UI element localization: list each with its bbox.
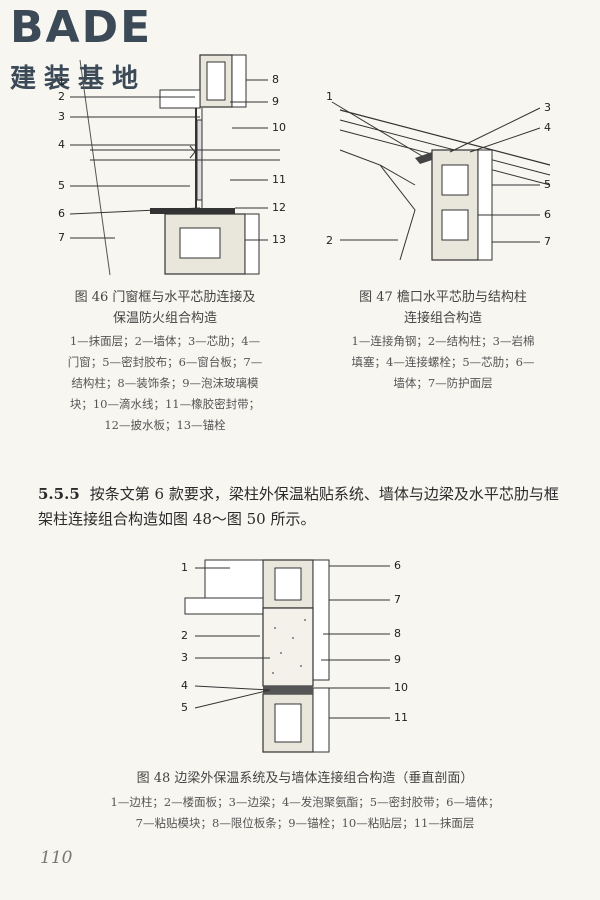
fig48-callout-6: 6	[394, 559, 401, 572]
fig46-caption-line2: 保温防火组合构造	[112, 311, 217, 326]
figure-46-legend: 1—抹面层；2—墙体；3—芯肋；4— 门窗；5—密封胶布；6—窗台板；7— 结构…	[40, 331, 290, 436]
fig46-callout-5: 5	[58, 179, 65, 192]
fig46-legend-line1: 1—抹面层；2—墙体；3—芯肋；4—	[69, 334, 261, 348]
fig46-callout-4: 4	[58, 138, 65, 151]
fig48-legend-line2: 7—粘贴模块；8—限位板条；9—锚栓；10—粘贴层；11—抹面层	[135, 816, 475, 830]
fig46-callout-12: 12	[272, 201, 286, 214]
brand-logo: BADE 建装基地	[10, 6, 152, 95]
figure-48-caption: 图 48 边梁外保温系统及与墙体连接组合构造（垂直剖面）	[60, 768, 550, 789]
fig48-callout-4: 4	[181, 679, 188, 692]
fig46-callout-6: 6	[58, 207, 65, 220]
figure-47-drawing: 1 2 3 4 5 6 7	[320, 90, 570, 280]
fig46-callout-1: 1	[58, 75, 65, 88]
fig46-callout-7: 7	[58, 231, 65, 244]
fig46-legend-line3: 结构柱；8—装饰条；9—泡沫玻璃模	[71, 376, 259, 390]
fig48-callout-5: 5	[181, 701, 188, 714]
fig46-legend-line2: 门窗；5—密封胶布；6—窗台板；7—	[67, 355, 263, 369]
fig46-caption-line1: 图 46 门窗框与水平芯肋连接及	[74, 290, 256, 305]
fig46-callout-3: 3	[58, 110, 65, 123]
fig47-legend-line3: 墙体；7—防护面层	[393, 376, 493, 390]
section-text: 按条文第 6 款要求，梁柱外保温粘贴系统、墙体与边梁及水平芯肋与框架柱连接组合构…	[38, 485, 559, 528]
fig47-legend-line2: 填塞；4—连接螺栓；5—芯肋；6—	[351, 355, 535, 369]
fig48-legend-line1: 1—边柱；2—楼面板；3—边梁；4—发泡聚氨酯；5—密封胶带；6—墙体；	[110, 795, 500, 809]
logo-title: BADE	[10, 2, 153, 53]
figure-47-legend: 1—连接角钢；2—结构柱；3—岩棉 填塞；4—连接螺栓；5—芯肋；6— 墙体；7…	[318, 331, 568, 394]
fig48-callout-10: 10	[394, 681, 408, 694]
page-number: 110	[40, 848, 73, 868]
figure-46-drawing: 2 3 4 5 6 7 1 8 9 10 11 12 13	[40, 40, 290, 280]
fig46-callout-10: 10	[272, 121, 286, 134]
fig48-callout-8: 8	[394, 627, 401, 640]
figure-48-drawing: 1 2 3 4 5 6 7 8 9 10 11	[175, 558, 435, 758]
fig47-caption-line1: 图 47 檐口水平芯肋与结构柱	[359, 290, 527, 305]
fig48-callout-7: 7	[394, 593, 401, 606]
fig47-callout-6: 6	[544, 208, 551, 221]
fig48-callout-11: 11	[394, 711, 408, 724]
logo-subtitle: 建装基地	[10, 64, 147, 94]
fig47-callout-5: 5	[544, 178, 551, 191]
fig47-callout-1: 1	[326, 90, 333, 103]
fig47-caption-line2: 连接组合构造	[403, 311, 482, 326]
fig46-callout-13: 13	[272, 233, 286, 246]
fig47-callout-3: 3	[544, 101, 551, 114]
fig47-callout-2: 2	[326, 234, 333, 247]
fig46-callout-8: 8	[272, 73, 279, 86]
fig48-callout-2: 2	[181, 629, 188, 642]
figure-47-caption: 图 47 檐口水平芯肋与结构柱 连接组合构造	[318, 287, 568, 329]
fig48-callout-3: 3	[181, 651, 188, 664]
fig46-legend-line4: 块；10—滴水线；11—橡胶密封带；	[69, 397, 261, 411]
fig48-callout-1: 1	[181, 561, 188, 574]
fig47-callout-7: 7	[544, 235, 551, 248]
section-number: 5.5.5	[38, 485, 80, 503]
fig47-legend-line1: 1—连接角钢；2—结构柱；3—岩棉	[351, 334, 535, 348]
figure-46-caption: 图 46 门窗框与水平芯肋连接及 保温防火组合构造	[40, 287, 290, 329]
fig47-callout-4: 4	[544, 121, 551, 134]
figure-48-legend: 1—边柱；2—楼面板；3—边梁；4—发泡聚氨酯；5—密封胶带；6—墙体； 7—粘…	[40, 792, 570, 834]
fig46-callout-2: 2	[58, 90, 65, 103]
fig48-caption: 图 48 边梁外保温系统及与墙体连接组合构造（垂直剖面）	[136, 771, 474, 786]
fig46-callout-11: 11	[272, 173, 286, 186]
fig46-legend-line5: 12—披水板；13—锚栓	[104, 418, 226, 432]
fig46-callout-9: 9	[272, 95, 279, 108]
fig48-callout-9: 9	[394, 653, 401, 666]
